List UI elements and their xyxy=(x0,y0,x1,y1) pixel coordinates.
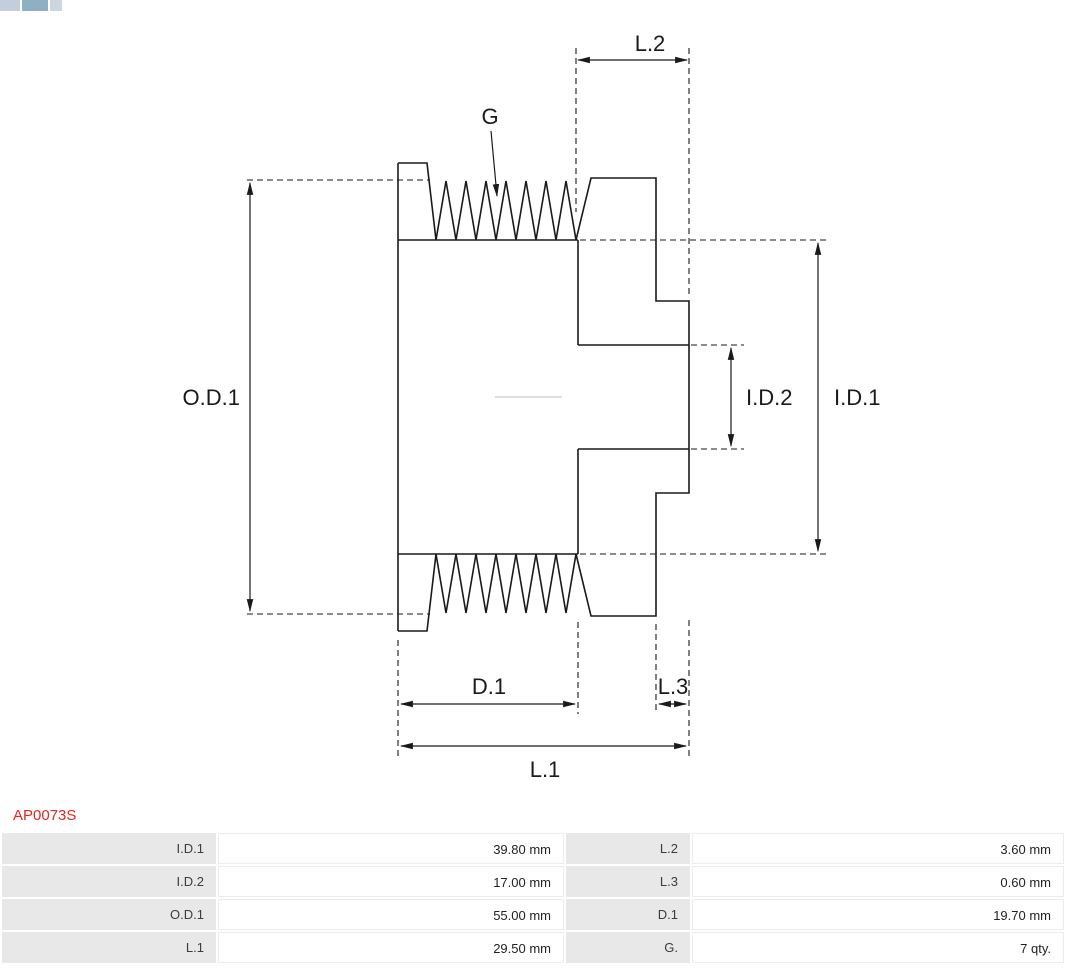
pulley-body-lines xyxy=(398,239,579,555)
spec-label-cell: D.1 xyxy=(566,899,690,930)
brand-logo[interactable] xyxy=(0,0,62,11)
dimension-od1: O.D.1 xyxy=(183,181,254,613)
spec-label-cell: L.2 xyxy=(566,833,690,864)
pulley-technical-drawing: O.D.1 G L.2 I.D.2 I.D.1 D.1 L.3 xyxy=(183,31,881,782)
dimension-label-d1: D.1 xyxy=(472,674,506,699)
spec-label-cell: L.1 xyxy=(2,932,216,963)
spec-value-cell: 3.60 mm xyxy=(692,833,1064,864)
dimension-l2: L.2 xyxy=(576,31,689,64)
spec-value-cell: 17.00 mm xyxy=(218,866,564,897)
dimension-label-l3: L.3 xyxy=(658,674,689,699)
spec-label-cell: I.D.2 xyxy=(2,866,216,897)
spec-value-cell: 55.00 mm xyxy=(218,899,564,930)
pulley-outline xyxy=(397,162,690,632)
extension-lines xyxy=(247,48,830,757)
dimension-label-l2: L.2 xyxy=(635,31,666,56)
spec-label-cell: L.3 xyxy=(566,866,690,897)
spec-value-cell: 39.80 mm xyxy=(218,833,564,864)
spec-table: I.D.1 39.80 mm L.2 3.60 mm I.D.2 17.00 m… xyxy=(2,833,1064,963)
spec-label-cell: G. xyxy=(566,932,690,963)
dimension-l3: L.3 xyxy=(658,674,689,708)
brand-logo-segment xyxy=(0,0,20,11)
brand-logo-segment xyxy=(50,0,62,11)
part-number-link[interactable]: AP0073S xyxy=(13,807,77,824)
dimension-label-id1: I.D.1 xyxy=(834,385,880,410)
dimension-g: G xyxy=(481,104,500,198)
spec-value-cell: 19.70 mm xyxy=(692,899,1064,930)
pulley-bottom-profile xyxy=(398,449,690,632)
dimension-label-l1: L.1 xyxy=(530,757,561,782)
dimension-id2: I.D.2 xyxy=(727,346,792,448)
dimension-d1: D.1 xyxy=(399,674,577,708)
pulley-hub xyxy=(578,344,690,450)
brand-logo-segment xyxy=(22,0,48,11)
spec-value-cell: 7 qty. xyxy=(692,932,1064,963)
dimension-l1: L.1 xyxy=(399,742,688,782)
spec-value-cell: 0.60 mm xyxy=(692,866,1064,897)
spec-label-cell: I.D.1 xyxy=(2,833,216,864)
dimension-label-od1: O.D.1 xyxy=(183,385,240,410)
dimension-label-g: G xyxy=(481,104,498,129)
spec-value-cell: 29.50 mm xyxy=(218,932,564,963)
spec-label-cell: O.D.1 xyxy=(2,899,216,930)
dimension-label-id2: I.D.2 xyxy=(746,385,792,410)
pulley-top-profile xyxy=(398,162,690,345)
dimension-id1: I.D.1 xyxy=(814,241,880,553)
